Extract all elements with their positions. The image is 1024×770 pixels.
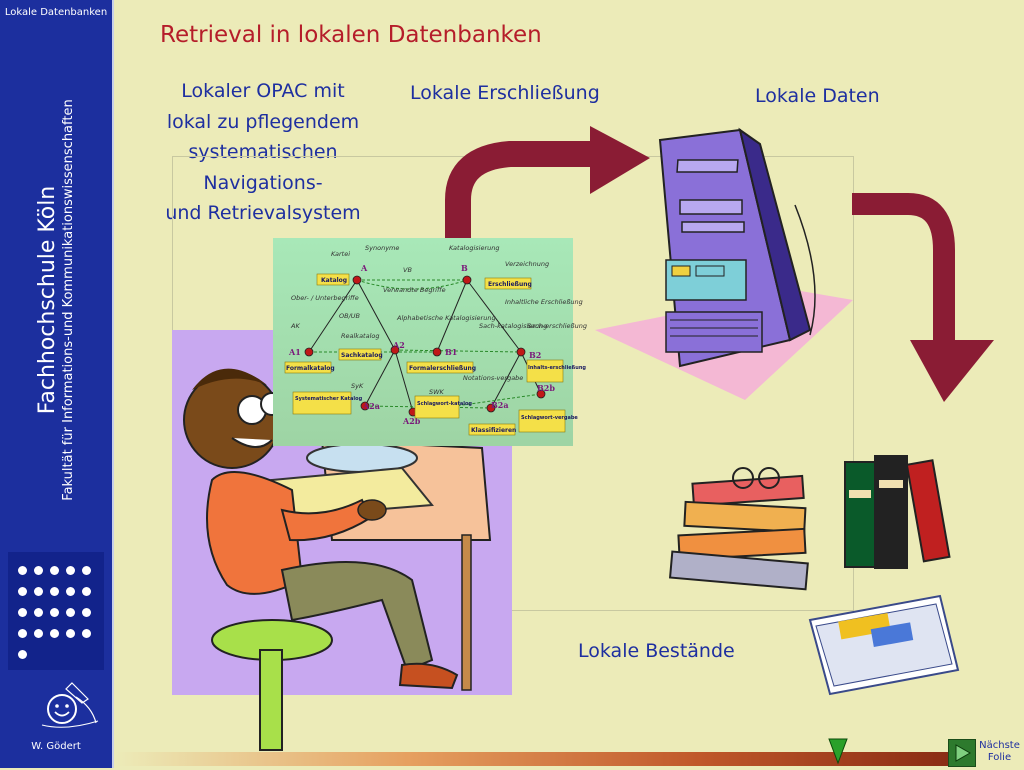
person-at-computer-icon	[172, 330, 512, 751]
diagram-node: A1	[288, 347, 301, 357]
opac-line: Navigations-	[203, 171, 323, 194]
smiley-logo-icon	[36, 673, 106, 733]
decorative-dot	[50, 587, 59, 596]
diagram-label: SyK	[351, 382, 364, 390]
next-slide-icon	[955, 744, 972, 762]
decorative-dot	[82, 629, 91, 638]
diagram-label: Inhaltliche Erschließung	[505, 298, 583, 306]
diagram-box: Sachkatalog	[341, 352, 383, 359]
daten-label: Lokale Daten	[755, 85, 880, 107]
decorative-dot	[18, 629, 27, 638]
erschliessung-label: Lokale Erschließung	[410, 82, 600, 104]
decorative-dot	[50, 629, 59, 638]
progress-bar	[116, 752, 948, 766]
bestaende-label: Lokale Bestände	[578, 640, 735, 662]
diagram-label: Verzeichnung	[505, 260, 549, 268]
diagram-label: Synonyme	[365, 244, 399, 252]
decorative-dot	[34, 587, 43, 596]
diagram-box: Formalerschließung	[409, 365, 476, 372]
diagram-label: SWK	[429, 388, 445, 396]
opac-line: lokal zu pflegendem	[166, 110, 360, 133]
diagram-label: Realkatalog	[341, 332, 380, 340]
vertical-title: Fachhochschule Köln Fakultät für Informa…	[35, 99, 77, 500]
diagram-box: Erschließung	[488, 281, 532, 288]
diagram-node: B2b	[537, 383, 555, 393]
diagram-label: Kartei	[331, 250, 350, 258]
opac-line: und Retrievalsystem	[165, 202, 361, 224]
diagram-node: A	[360, 263, 368, 273]
decorative-dot	[66, 587, 75, 596]
faculty-name: Fakultät für Informations-und Kommunikat…	[61, 99, 76, 501]
decorative-dot	[18, 650, 27, 659]
diagram-label: Sach-erschließung	[527, 322, 587, 330]
diagram-node: B	[461, 263, 468, 273]
diagram-box: Inhalts-erschließung	[528, 365, 586, 371]
diagram-label: VB	[403, 266, 412, 274]
diagram-box: Katalog	[321, 277, 347, 284]
slide-marker-icon[interactable]	[828, 738, 848, 765]
decorative-dot	[34, 629, 43, 638]
decorative-dot	[50, 566, 59, 575]
arrow-to-computer	[445, 126, 650, 350]
diagram-label: Katalogisierung	[449, 244, 500, 252]
decorative-dot	[66, 566, 75, 575]
decorative-dot	[34, 566, 43, 575]
opac-line: Lokaler OPAC mit	[181, 80, 345, 102]
next-slide-label[interactable]: Nächste Folie	[979, 740, 1020, 763]
decorative-dot	[82, 608, 91, 617]
decorative-dot	[82, 566, 91, 575]
retrieval-diagram: A B A1 A2 B1 B2 A2a A2b B2a B2b Katalog …	[273, 238, 587, 446]
diagram-node: A2a	[362, 401, 380, 411]
diagram-label: Ober- / Unterbegriffe	[291, 294, 359, 302]
author-name: W. Gödert	[31, 741, 81, 752]
sidebar-top-label[interactable]: Lokale Datenbanken	[4, 7, 108, 18]
diagram-node: A2b	[402, 416, 421, 426]
diagram-label: Alphabetische Katalogisierung	[396, 314, 496, 322]
dot-pattern	[8, 552, 104, 670]
sidebar: Lokale Datenbanken Fachhochschule Köln F…	[0, 0, 114, 768]
diagram-label: Sach-katalogisierung	[479, 322, 547, 330]
diagram-node: B1	[445, 347, 457, 357]
diagram-node: B2	[529, 350, 541, 360]
diagram-box: Schlagwort-vergabe	[521, 415, 578, 421]
decorative-dot	[18, 566, 27, 575]
diagram-node: A2	[392, 340, 405, 350]
newspaper-icon	[808, 594, 960, 696]
decorative-dot	[18, 587, 27, 596]
opac-description: Lokaler OPAC mit lokal zu pflegendem sys…	[140, 76, 386, 229]
decorative-dot	[66, 608, 75, 617]
opac-line: systematischen	[188, 141, 338, 163]
slide-title: Retrieval in lokalen Datenbanken	[160, 22, 542, 48]
diagram-box: Formalkatalog	[286, 365, 335, 372]
diagram-label: Verwandte Begriffe	[383, 286, 446, 294]
diagram-label: AK	[290, 322, 300, 330]
diagram-box: Schlagwort-katalog	[417, 401, 472, 407]
diagram-node: B2a	[491, 400, 509, 410]
arrow-to-books	[852, 193, 994, 402]
decorative-dot	[18, 608, 27, 617]
books-icon	[668, 467, 809, 591]
decorative-dot	[50, 608, 59, 617]
institution-name: Fachhochschule Köln	[35, 185, 60, 415]
decorative-dot	[82, 587, 91, 596]
diagram-label: Notations-vergabe	[463, 374, 523, 382]
decorative-dot	[66, 629, 75, 638]
diagram-box: Systematischer Katalog	[295, 396, 363, 402]
diagram-label: OB/UB	[339, 312, 361, 320]
decorative-dot	[34, 608, 43, 617]
computer-tower-icon	[658, 127, 816, 368]
diagram-box: Klassifizieren	[471, 427, 516, 434]
next-slide-button[interactable]	[948, 739, 976, 767]
books-icon	[844, 455, 951, 569]
